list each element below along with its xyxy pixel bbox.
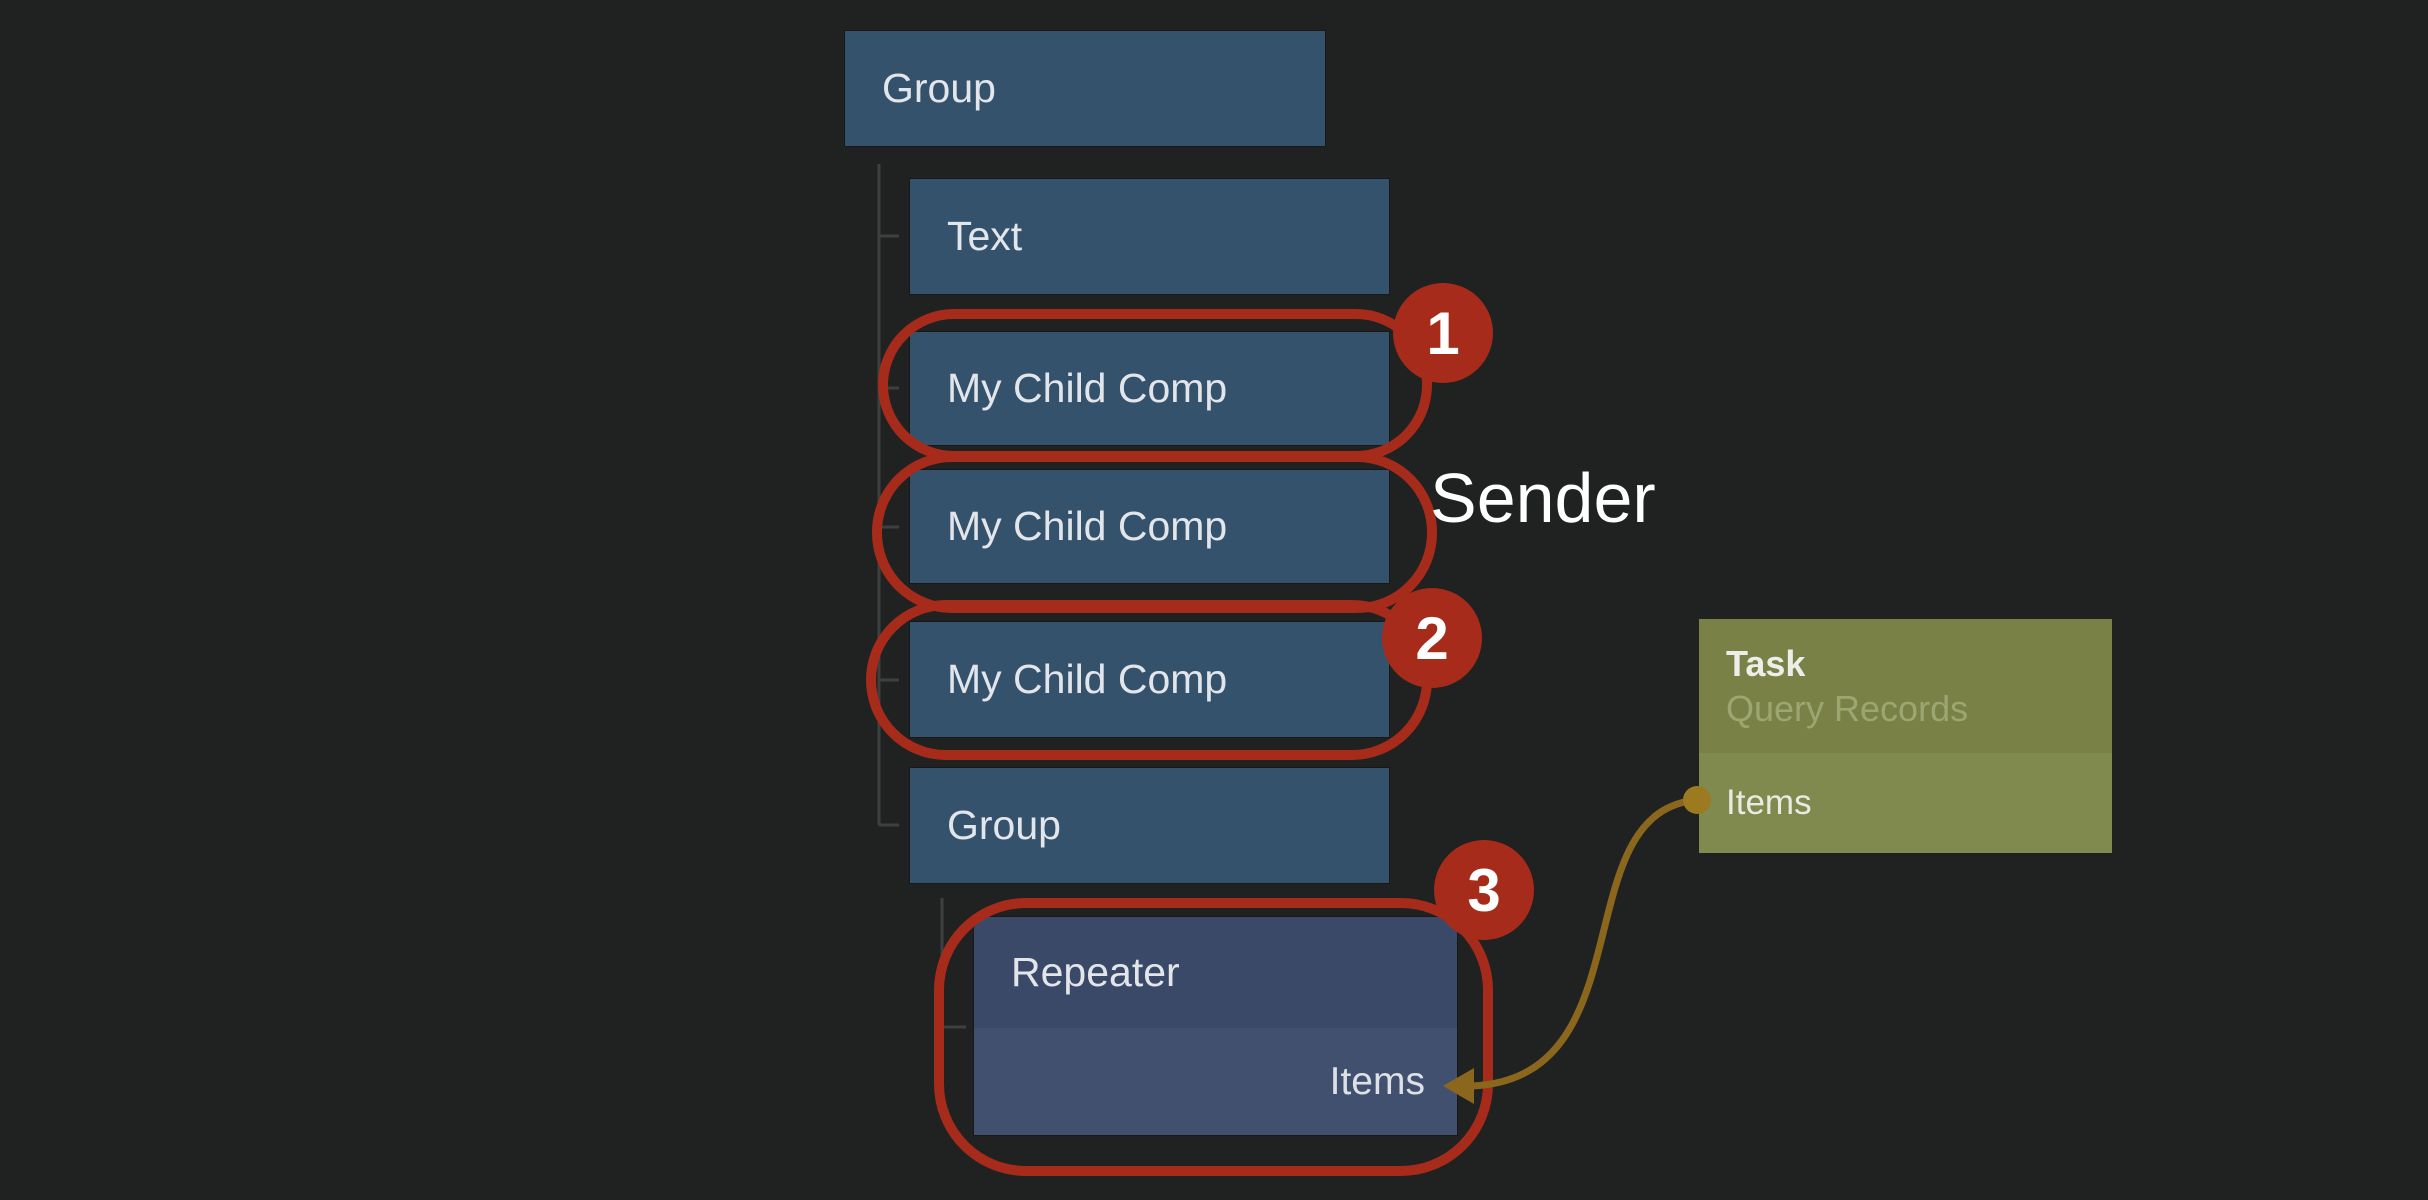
tree-node-label: My Child Comp — [947, 365, 1228, 411]
step-badge-3: 3 — [1434, 840, 1534, 940]
repeater-title-row[interactable]: Repeater — [974, 917, 1457, 1028]
tree-node-repeater[interactable]: Repeater Items — [974, 917, 1457, 1135]
task-node[interactable]: Task Query Records Items — [1699, 619, 2112, 853]
sender-callout-label: Sender — [1430, 459, 1656, 537]
annotation-ring-2 — [866, 600, 1432, 760]
task-title: Task — [1726, 643, 1806, 684]
step-badge-2: 2 — [1382, 588, 1482, 688]
tree-node-my-child-comp-3[interactable]: My Child Comp — [910, 622, 1389, 737]
tree-node-label: My Child Comp — [947, 656, 1228, 702]
annotation-ring-sender — [872, 452, 1437, 613]
tree-node-text[interactable]: Text — [910, 179, 1389, 294]
tree-node-label: Text — [947, 213, 1023, 259]
step-badge-1: 1 — [1393, 283, 1493, 383]
tree-node-label: Group — [882, 65, 996, 111]
tree-node-label: Repeater — [1011, 949, 1180, 995]
tree-node-label: Group — [947, 802, 1061, 848]
step-badge-number: 2 — [1415, 604, 1449, 672]
tree-node-label: My Child Comp — [947, 503, 1228, 549]
task-items-port-label: Items — [1726, 783, 1812, 822]
tree-node-group-2[interactable]: Group — [910, 768, 1389, 883]
repeater-items-port[interactable]: Items — [974, 1028, 1457, 1135]
task-items-port[interactable]: Items — [1699, 753, 2112, 853]
step-badge-number: 3 — [1467, 856, 1501, 924]
connection-curve — [1471, 796, 1698, 1090]
task-subtitle: Query Records — [1726, 688, 1969, 729]
task-node-header[interactable]: Task Query Records — [1699, 619, 2112, 753]
tree-node-my-child-comp-1[interactable]: My Child Comp — [910, 332, 1389, 445]
annotation-ring-3 — [934, 898, 1493, 1176]
step-badge-number: 1 — [1426, 299, 1460, 367]
tree-node-group-1[interactable]: Group — [845, 31, 1325, 146]
annotation-ring-1 — [878, 309, 1432, 461]
tree-node-my-child-comp-2[interactable]: My Child Comp — [910, 470, 1389, 583]
